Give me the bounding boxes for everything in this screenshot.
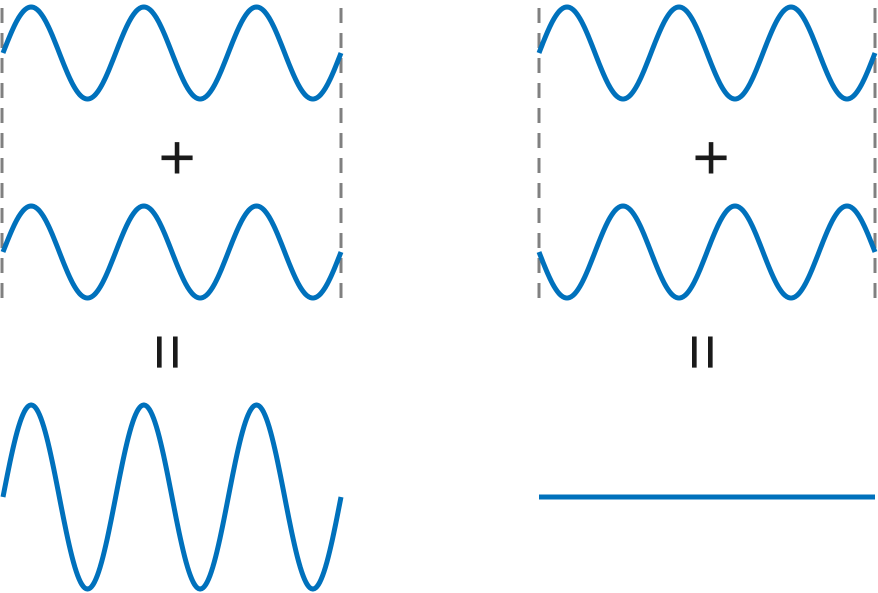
left-result-wave bbox=[0, 402, 344, 592]
right-plus-symbol: + bbox=[692, 121, 729, 193]
right-equals-symbol: = bbox=[667, 333, 739, 370]
left-input-wave-1 bbox=[0, 4, 344, 102]
left-equals-symbol: = bbox=[132, 333, 204, 370]
destructive-panel: + = bbox=[536, 4, 878, 500]
right-input-wave-2 bbox=[536, 203, 878, 301]
constructive-panel: + = bbox=[0, 4, 344, 592]
left-plus-symbol: + bbox=[158, 121, 195, 193]
left-input-wave-2 bbox=[0, 203, 344, 301]
right-input-wave-1 bbox=[536, 4, 878, 102]
